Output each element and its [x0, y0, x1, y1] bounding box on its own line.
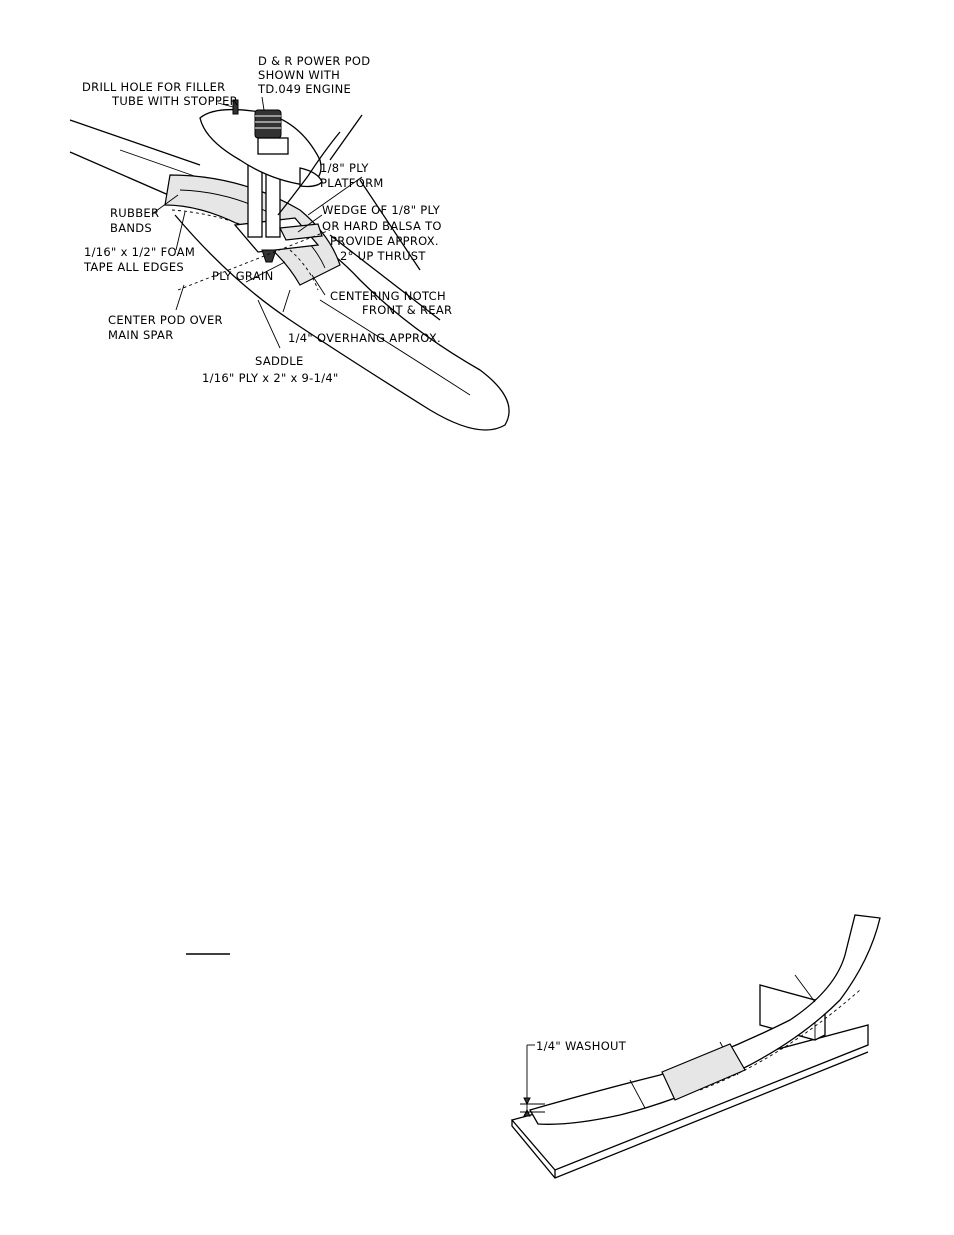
- leader-rubber: [151, 194, 179, 215]
- wing-shadow: [699, 989, 861, 1091]
- leader-platform: [307, 176, 363, 216]
- label-foam-2: TAPE ALL EDGES: [83, 260, 184, 274]
- label-grain: PLY GRAIN: [212, 269, 274, 283]
- label-wedge-3: PROVIDE APPROX.: [330, 234, 439, 248]
- wing-rear-line: [329, 234, 441, 321]
- propeller-long-blade: [329, 114, 363, 161]
- washout-figure: 1/4" WASHOUT: [510, 914, 881, 1179]
- label-rubber-2: BANDS: [110, 221, 152, 235]
- washout-arrow-up: [523, 1108, 531, 1117]
- label-wedge-1: WEDGE OF 1/8" PLY: [322, 203, 441, 217]
- label-wedge-2: OR HARD BALSA TO: [322, 219, 442, 233]
- label-wedge-4: 2° UP THRUST: [340, 249, 426, 263]
- power-pod-figure: D & R POWER POD SHOWN WITH TD.049 ENGINE…: [69, 54, 510, 431]
- wing-right-spar-line: [319, 299, 471, 396]
- label-pod-3: TD.049 ENGINE: [257, 82, 351, 96]
- wing-right-panel: [174, 184, 510, 431]
- label-saddle-1: SADDLE: [255, 354, 304, 368]
- label-platform-1: 1/8" PLY: [320, 161, 369, 175]
- leader-center: [175, 284, 185, 311]
- label-platform-2: PLATFORM: [320, 176, 384, 190]
- leader-foam: [175, 211, 186, 251]
- wing-rear-line-2: [359, 179, 421, 271]
- spinner: [299, 167, 323, 188]
- wing-left-panel-line: [119, 149, 201, 179]
- pod-pylon-left: [247, 164, 263, 238]
- leader-saddle: [257, 299, 281, 349]
- engine-crankcase: [257, 137, 289, 155]
- label-drill-1: DRILL HOLE FOR FILLER: [82, 80, 225, 94]
- leader-grain: [245, 261, 286, 283]
- label-notch-1: CENTERING NOTCH: [330, 289, 446, 303]
- washout-arrow-down: [523, 1097, 531, 1106]
- leader-wedge: [297, 214, 323, 233]
- propeller-blade-down: [277, 175, 309, 216]
- label-drill-2: TUBE WITH STOPPER: [111, 94, 238, 108]
- label-washout: 1/4" WASHOUT: [536, 1039, 627, 1053]
- wing-left-trailing-edge: [69, 151, 181, 201]
- label-pod-2: SHOWN WITH: [258, 68, 340, 82]
- label-saddle-2: 1/16" PLY x 2" x 9-1/4": [202, 371, 339, 385]
- label-center-2: MAIN SPAR: [108, 328, 174, 342]
- label-foam-1: 1/16" x 1/2" FOAM: [84, 245, 195, 259]
- wing-panel-joint-3: [794, 974, 816, 1003]
- label-pod-1: D & R POWER POD: [258, 54, 370, 68]
- label-notch-2: FRONT & REAR: [362, 303, 452, 317]
- label-overhang: 1/4" OVERHANG APPROX.: [288, 331, 441, 345]
- leader-drill: [217, 102, 234, 108]
- engine-fins: [255, 115, 281, 129]
- wing-panel-joint-1: [629, 1079, 646, 1109]
- label-center-1: CENTER POD OVER: [108, 313, 223, 327]
- building-board-bottom-edge: [511, 1051, 869, 1179]
- wedge-piece: [279, 223, 323, 241]
- leader-overhang: [282, 289, 291, 313]
- label-rubber-1: RUBBER: [110, 206, 159, 220]
- engine-cylinder: [254, 109, 282, 139]
- propeller-blade-up: [307, 131, 341, 177]
- centering-notch: [261, 249, 277, 263]
- leader-notch: [311, 274, 326, 296]
- wing-left-leading-edge: [69, 119, 201, 166]
- leader-pod: [261, 96, 265, 111]
